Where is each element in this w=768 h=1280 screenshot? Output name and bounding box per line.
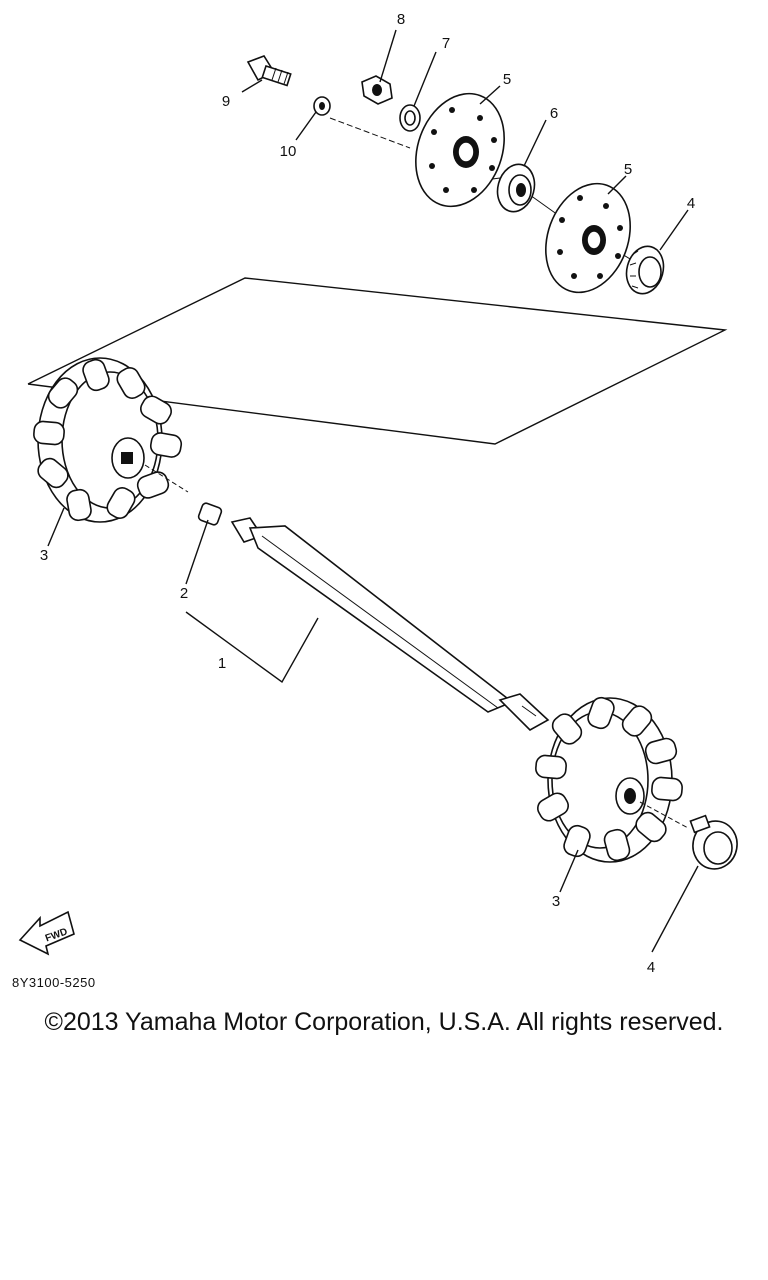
callout-5-lower: 5 [624,161,632,178]
plate-part-5-lower [545,182,631,294]
collar-part-2 [197,502,223,526]
callout-2: 2 [180,585,188,602]
leader-lines [47,29,699,953]
callout-4-lower: 4 [647,959,655,976]
callout-5-upper: 5 [503,71,511,88]
washer-part-7 [399,104,421,132]
exploded-parts-diagram: 8 7 9 5 6 10 5 4 3 2 1 3 4 FWD [18,11,738,976]
callout-3-right: 3 [552,893,560,910]
sprocket-part-3-left [33,357,189,523]
callout-3-left: 3 [40,547,48,564]
drawing-code: 8Y3100-5250 [12,975,96,990]
callout-4-upper: 4 [687,195,695,212]
washer-part-10 [313,96,331,116]
plate-part-5-upper [415,92,505,208]
nut-part-8 [361,75,393,105]
sprocket-part-3-right [535,696,689,863]
bolt-part-9 [246,55,292,87]
callout-10: 10 [280,143,297,160]
forward-arrow-icon: FWD [18,910,75,956]
shaft-part-1 [230,517,550,731]
callout-1: 1 [218,655,226,672]
callout-7: 7 [442,35,450,52]
copyright-notice: ©2013 Yamaha Motor Corporation, U.S.A. A… [44,1008,724,1036]
callout-8: 8 [397,11,405,28]
callout-9: 9 [222,93,230,110]
clamp-part-4-lower [689,814,738,870]
bearing-part-6 [496,163,536,213]
callout-6: 6 [550,105,558,122]
clamp-part-4-upper [625,245,665,295]
